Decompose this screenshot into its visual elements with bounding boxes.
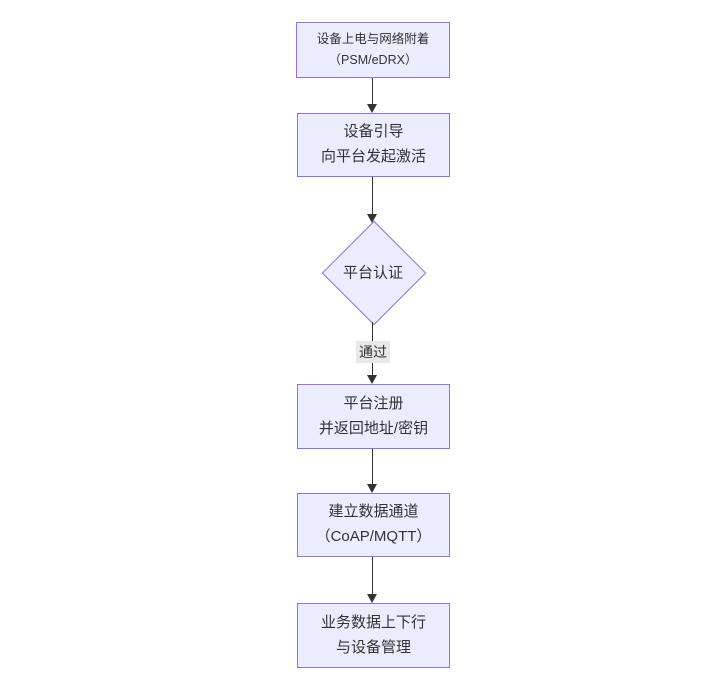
decision-platform-auth: 平台认证: [321, 220, 427, 326]
edge-line: [372, 177, 373, 216]
node-platform-register: 平台注册 并返回地址/密钥: [297, 384, 450, 449]
node-text-line: 建立数据通道: [328, 503, 419, 521]
node-text-line: 平台注册: [343, 394, 404, 412]
arrowhead-icon: [367, 104, 377, 113]
edge-line: [372, 557, 373, 596]
arrowhead-icon: [367, 594, 377, 603]
node-text-line: 与设备管理: [335, 638, 411, 656]
node-text-line: 设备引导: [343, 123, 404, 141]
edge-line: [372, 78, 373, 106]
decision-label: 平台认证: [342, 264, 404, 282]
node-business-data: 业务数据上下行 与设备管理: [297, 603, 450, 668]
arrowhead-icon: [367, 375, 377, 384]
node-text-line: （PSM/eDRX）: [328, 53, 418, 67]
node-text-line: （CoAP/MQTT）: [315, 528, 432, 545]
node-text-line: 业务数据上下行: [320, 613, 426, 631]
node-device-power-attach: 设备上电与网络附着 （PSM/eDRX）: [296, 22, 450, 78]
node-data-channel: 建立数据通道 （CoAP/MQTT）: [297, 493, 450, 557]
node-text-line: 并返回地址/密钥: [318, 419, 429, 437]
node-text-line: 向平台发起激活: [320, 148, 426, 165]
arrowhead-icon: [367, 484, 377, 493]
node-text-line: 设备上电与网络附着: [316, 31, 430, 46]
edge-line: [372, 449, 373, 486]
node-device-bootstrap: 设备引导 向平台发起激活: [297, 113, 450, 177]
edge-label-pass: 通过: [356, 341, 390, 363]
arrowhead-icon: [367, 214, 377, 223]
